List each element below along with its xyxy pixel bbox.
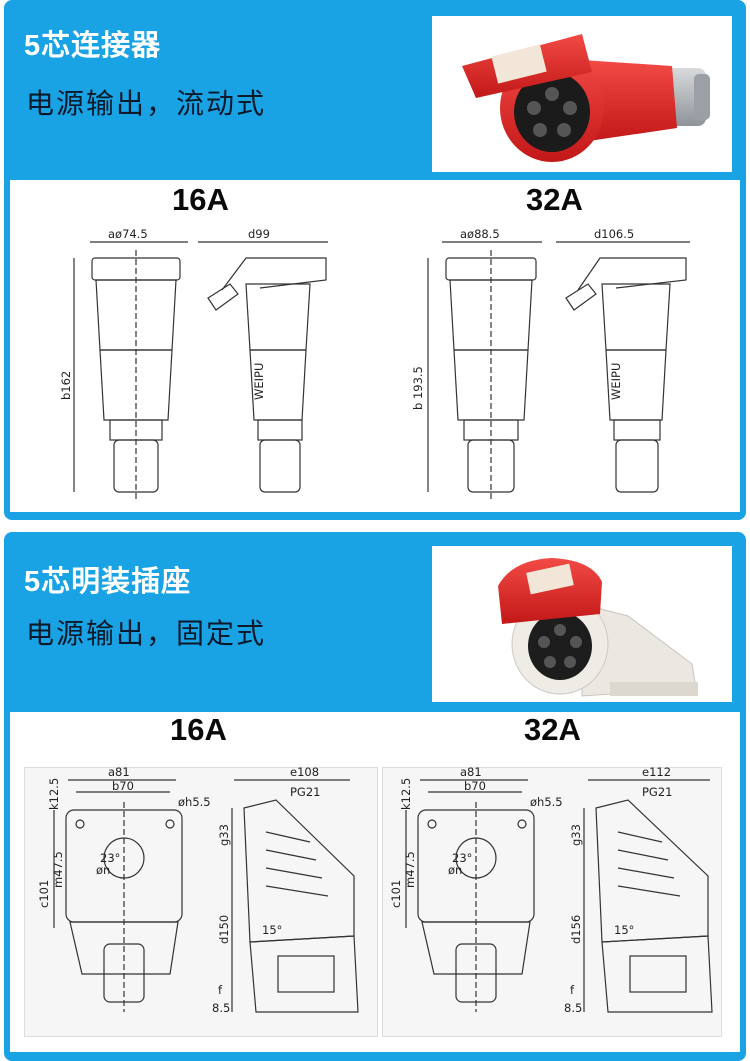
socket-drawing: 16A 32A [10, 712, 740, 1052]
socket-photo [432, 546, 732, 702]
dim-s32-n: øn [448, 863, 462, 877]
dim-s16-d: d150 [217, 915, 231, 944]
wall-socket-illustration [498, 558, 698, 697]
dim-s32-pg: PG21 [642, 785, 672, 799]
dim-s32-k: k12.5 [399, 778, 413, 810]
dim-16a-b: b162 [59, 371, 73, 400]
dim-s16-g: g33 [217, 824, 231, 846]
connector-panel: 5芯连接器 电源输出，流动式 [4, 0, 746, 520]
dim-s16-b: b70 [112, 779, 134, 793]
socket-title: 5芯明装插座 [24, 566, 192, 598]
dim-s16-tilt: 15° [262, 923, 282, 937]
dim-s32-angle: 23° [452, 851, 472, 865]
dim-s16-e: e108 [290, 765, 319, 779]
socket-panel: 5芯明装插座 电源输出，固定式 16A 32A [4, 532, 746, 1061]
socket-dimension-drawing: a81 b70 øh5.5 k12.5 m47.5 23° øn c101 e1… [37, 765, 713, 1015]
connector-drawing: 16A 32A [10, 180, 740, 512]
dim-s16-h: øh5.5 [178, 795, 211, 809]
connector-dimension-drawing: aø74.5 d99 b162 WEIPU aø88.5 d106.5 b 19… [59, 227, 690, 500]
dim-s16-c: c101 [37, 880, 51, 908]
connector-16a-label: 16A [172, 182, 229, 217]
dim-s16-f: f [218, 983, 223, 997]
dim-s32-tilt: 15° [614, 923, 634, 937]
dim-s32-b: b70 [464, 779, 486, 793]
brand-mark-32a: WEIPU [609, 363, 623, 400]
dim-s32-f: f [570, 983, 575, 997]
dim-32a-b: b 193.5 [411, 366, 425, 410]
dim-s32-h: øh5.5 [530, 795, 563, 809]
socket-subtitle: 电源输出，固定式 [26, 618, 267, 649]
dim-s16-k: k12.5 [47, 778, 61, 810]
dim-16a-d: d99 [248, 227, 270, 241]
connector-photo [432, 16, 732, 172]
dim-s32-a: a81 [460, 765, 482, 779]
connector-subtitle: 电源输出，流动式 [26, 88, 267, 119]
dim-s16-angle: 23° [100, 851, 120, 865]
dim-s32-g: g33 [569, 824, 583, 846]
connector-title: 5芯连接器 [24, 30, 162, 62]
dim-32a-d: d106.5 [594, 227, 634, 241]
dim-s32-e: e112 [642, 765, 671, 779]
dim-s16-n: øn [96, 863, 110, 877]
dim-s16-a: a81 [108, 765, 130, 779]
dim-s16-m: m47.5 [51, 851, 65, 888]
socket-16a-label: 16A [170, 712, 227, 747]
dim-s32-fval: 8.5 [564, 1001, 582, 1015]
dim-s32-m: m47.5 [403, 851, 417, 888]
dim-s32-d: d156 [569, 915, 583, 944]
connector-32a-label: 32A [526, 182, 583, 217]
brand-mark-16a: WEIPU [252, 363, 266, 400]
socket-32a-label: 32A [524, 712, 581, 747]
dim-s16-pg: PG21 [290, 785, 320, 799]
red-connector-illustration [462, 34, 710, 162]
dim-16a-a: aø74.5 [108, 227, 148, 241]
dim-s32-c: c101 [389, 880, 403, 908]
dim-32a-a: aø88.5 [460, 227, 500, 241]
dim-s16-fval: 8.5 [212, 1001, 230, 1015]
